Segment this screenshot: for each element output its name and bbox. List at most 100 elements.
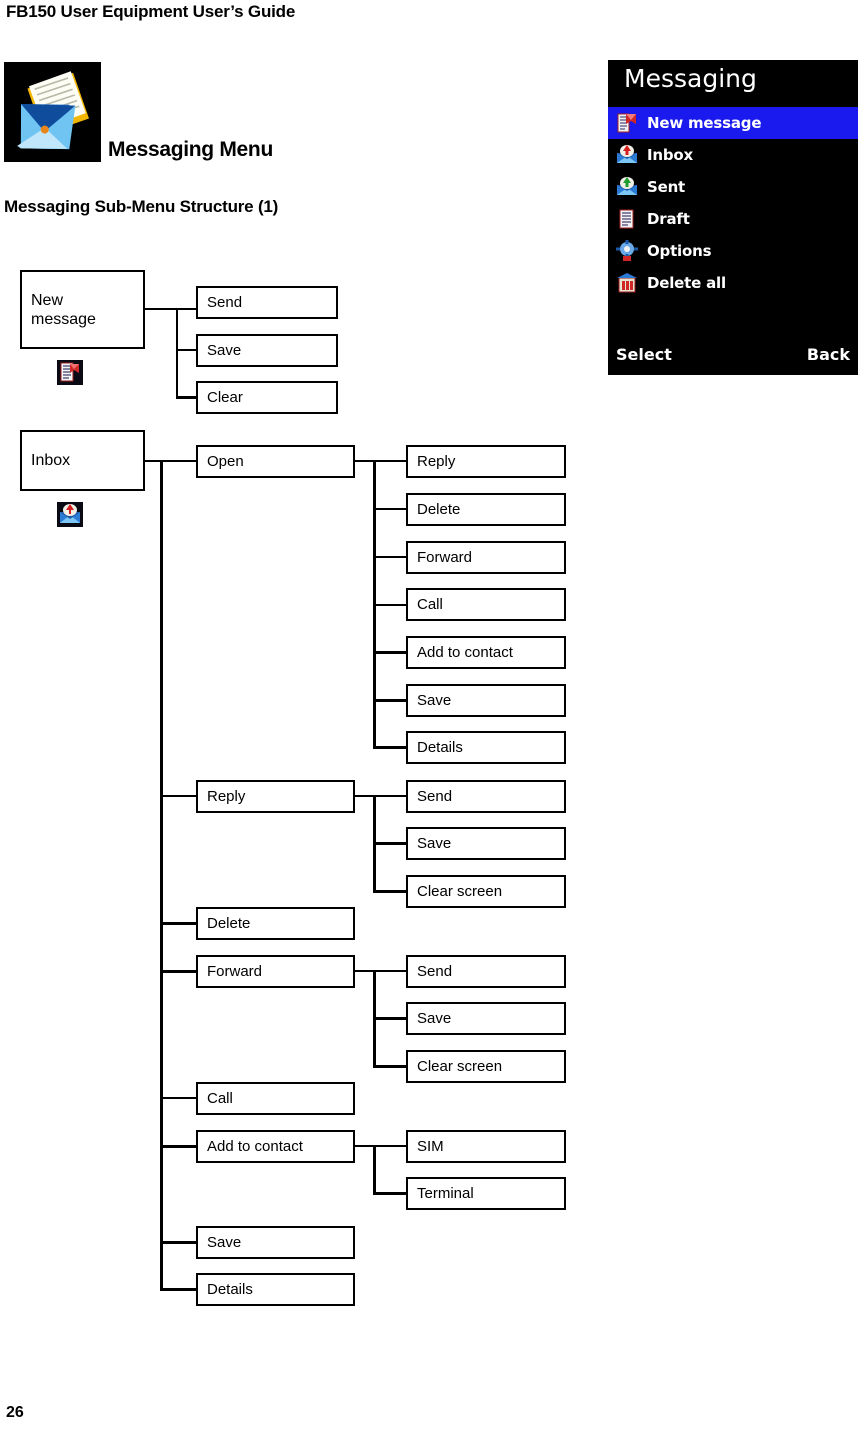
diagram-node-save-open: Save bbox=[406, 684, 566, 717]
connector bbox=[160, 1145, 196, 1148]
connector bbox=[373, 699, 406, 702]
node-label: Send bbox=[417, 962, 453, 980]
node-label: Send bbox=[207, 293, 243, 311]
connector bbox=[373, 1192, 406, 1195]
diagram-node-reply: Reply bbox=[196, 780, 355, 813]
connector bbox=[355, 460, 406, 462]
softkey-select[interactable]: Select bbox=[616, 345, 672, 364]
phone-menu-item-label: Draft bbox=[647, 210, 690, 228]
node-label: Add to contact bbox=[417, 643, 513, 661]
connector bbox=[355, 795, 406, 797]
connector bbox=[373, 1065, 406, 1068]
node-label: Call bbox=[207, 1089, 233, 1107]
page-title: Messaging Menu bbox=[108, 138, 273, 161]
node-label: Send bbox=[417, 787, 453, 805]
delete-all-icon bbox=[616, 272, 638, 294]
connector bbox=[373, 556, 406, 558]
connector bbox=[160, 922, 196, 925]
connector bbox=[373, 1017, 406, 1020]
phone-menu-item-delete-all[interactable]: Delete all bbox=[608, 267, 858, 299]
diagram-node-delete-open: Delete bbox=[406, 493, 566, 526]
diagram-node-save-forward: Save bbox=[406, 1002, 566, 1035]
node-label: Reply bbox=[207, 787, 246, 805]
node-label: Delete bbox=[207, 914, 251, 932]
connector bbox=[373, 842, 406, 845]
diagram-node-terminal: Terminal bbox=[406, 1177, 566, 1210]
diagram-node-save-inbox: Save bbox=[196, 1226, 355, 1259]
page-number: 26 bbox=[6, 1404, 24, 1421]
node-label: Clear screen bbox=[417, 1057, 503, 1075]
diagram-node-forward-open: Forward bbox=[406, 541, 566, 574]
node-label: Forward bbox=[207, 962, 263, 980]
phone-menu-item-label: Sent bbox=[647, 178, 686, 196]
section-subtitle: Messaging Sub-Menu Structure (1) bbox=[4, 197, 279, 216]
connector bbox=[373, 508, 406, 510]
diagram-node-sim: SIM bbox=[406, 1130, 566, 1163]
diagram-node-inbox: Inbox bbox=[20, 430, 145, 491]
node-label: Delete bbox=[417, 500, 461, 518]
softkey-back[interactable]: Back bbox=[806, 345, 850, 364]
phone-softkey-bar: Select Back bbox=[608, 345, 858, 369]
phone-menu-item-sent[interactable]: Sent bbox=[608, 171, 858, 203]
diagram-node-send-1: Send bbox=[196, 286, 338, 319]
node-label: Inbox bbox=[31, 452, 71, 470]
phone-menu-item-inbox[interactable]: Inbox bbox=[608, 139, 858, 171]
phone-screen-title: Messaging bbox=[624, 64, 757, 93]
node-label: Save bbox=[417, 1009, 452, 1027]
connector bbox=[160, 1288, 196, 1291]
diagram-node-send-forward: Send bbox=[406, 955, 566, 988]
diagram-node-open: Open bbox=[196, 445, 355, 478]
diagram-node-save-1: Save bbox=[196, 334, 338, 367]
draft-icon bbox=[616, 208, 638, 230]
connector bbox=[355, 970, 406, 972]
node-label: Details bbox=[417, 738, 463, 756]
diagram-node-clear-1: Clear bbox=[196, 381, 338, 414]
phone-menu-item-options[interactable]: Options bbox=[608, 235, 858, 267]
document-header: FB150 User Equipment User’s Guide bbox=[6, 2, 296, 21]
connector bbox=[160, 1241, 196, 1244]
node-label: Call bbox=[417, 595, 443, 613]
node-label: Reply bbox=[417, 452, 456, 470]
diagram-node-forward: Forward bbox=[196, 955, 355, 988]
node-label: Details bbox=[207, 1280, 253, 1298]
diagram-node-save-reply: Save bbox=[406, 827, 566, 860]
node-label: Terminal bbox=[417, 1184, 474, 1202]
diagram-node-delete: Delete bbox=[196, 907, 355, 940]
diagram-node-add-to-contact: Add to contact bbox=[196, 1130, 355, 1163]
new-message-icon bbox=[616, 112, 638, 134]
node-label: SIM bbox=[417, 1137, 444, 1155]
connector bbox=[145, 460, 196, 462]
node-label: Add to contact bbox=[207, 1137, 303, 1155]
inbox-icon bbox=[616, 144, 638, 166]
connector bbox=[160, 970, 196, 973]
connector bbox=[373, 890, 406, 893]
connector bbox=[373, 604, 406, 606]
node-label-line2: message bbox=[31, 310, 96, 328]
phone-menu-item-new-message[interactable]: New message bbox=[608, 107, 858, 139]
phone-menu-item-label: Delete all bbox=[647, 274, 726, 292]
connector bbox=[160, 460, 163, 1290]
connector bbox=[373, 651, 406, 654]
node-label: Save bbox=[207, 1233, 242, 1251]
connector bbox=[373, 746, 406, 749]
inbox-badge-icon bbox=[57, 502, 83, 527]
options-icon bbox=[616, 240, 638, 262]
connector bbox=[160, 795, 196, 797]
sent-icon bbox=[616, 176, 638, 198]
connector bbox=[145, 308, 196, 310]
diagram-node-details-open: Details bbox=[406, 731, 566, 764]
diagram-node-clear-screen-forward: Clear screen bbox=[406, 1050, 566, 1083]
node-label: Clear bbox=[207, 388, 243, 406]
node-label: Forward bbox=[417, 548, 473, 566]
diagram-node-details-inbox: Details bbox=[196, 1273, 355, 1306]
phone-menu-item-label: New message bbox=[647, 114, 762, 132]
phone-menu-item-draft[interactable]: Draft bbox=[608, 203, 858, 235]
node-label: Save bbox=[207, 341, 242, 359]
connector bbox=[160, 1097, 196, 1099]
connector bbox=[176, 308, 178, 398]
messaging-envelope-icon bbox=[4, 62, 101, 162]
diagram-node-call-open: Call bbox=[406, 588, 566, 621]
node-label: Open bbox=[207, 452, 244, 470]
phone-menu-item-label: Inbox bbox=[647, 146, 693, 164]
